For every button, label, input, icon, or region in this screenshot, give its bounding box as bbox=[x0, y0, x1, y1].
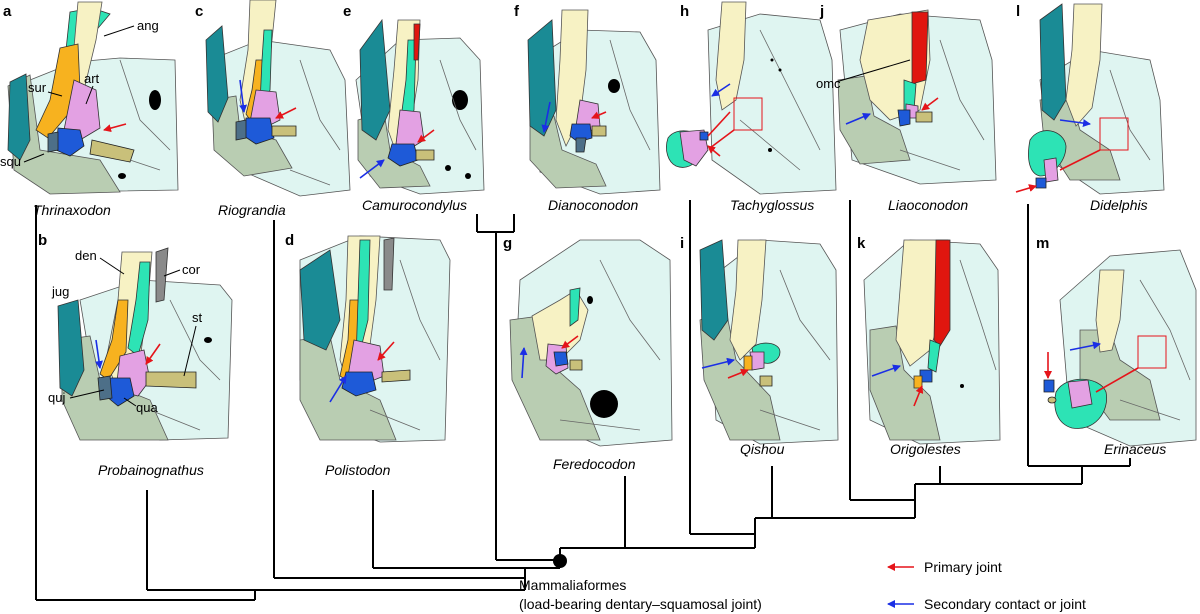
panel-j-liaoconodon: omc j Liaoconodon bbox=[816, 3, 997, 213]
panel-letter: c bbox=[195, 3, 203, 20]
taxon-label: Didelphis bbox=[1090, 197, 1148, 213]
panel-a-thrinaxodon: a ang sur art squ Thrinaxodon bbox=[0, 1, 179, 218]
panel-letter: i bbox=[680, 235, 684, 252]
panel-letter: f bbox=[514, 3, 520, 20]
panel-letter: b bbox=[38, 232, 47, 249]
panel-g-feredocodon: g Feredocodon bbox=[503, 235, 673, 472]
panel-k-origolestes: k Origolestes bbox=[857, 235, 1001, 457]
panel-h-tachyglossus: h Tachyglossus bbox=[666, 1, 837, 213]
taxon-label: Tachyglossus bbox=[730, 197, 814, 213]
taxon-label: Polistodon bbox=[325, 462, 391, 478]
panel-letter: k bbox=[857, 235, 866, 252]
taxon-label: Dianoconodon bbox=[548, 197, 639, 213]
node-description: (load-bearing dentary–squamosal joint) bbox=[519, 596, 762, 612]
taxon-label: Riograndia bbox=[218, 202, 286, 218]
panel-e-camurocondylus: e Camurocondylus bbox=[343, 3, 485, 213]
taxon-label: Probainognathus bbox=[98, 462, 204, 478]
panel-d-polistodon: d Polistodon bbox=[285, 232, 451, 478]
legend: Primary joint Secondary contact or joint bbox=[887, 559, 1086, 612]
panel-letter: e bbox=[343, 3, 351, 20]
taxon-label: Qishou bbox=[740, 441, 785, 457]
bone-label-jug: jug bbox=[51, 284, 69, 299]
bone-label-st: st bbox=[192, 310, 203, 325]
taxon-label: Camurocondylus bbox=[362, 197, 467, 213]
taxon-label: Thrinaxodon bbox=[33, 202, 111, 218]
bone-label-ang: ang bbox=[137, 18, 159, 33]
panel-m-erinaceus: m Erinaceus bbox=[1036, 235, 1197, 457]
panel-letter: g bbox=[503, 235, 512, 252]
taxon-label: Origolestes bbox=[890, 441, 961, 457]
panel-letter: m bbox=[1036, 235, 1049, 252]
bone-label-qua: qua bbox=[136, 400, 158, 415]
panel-i-qishou: i Qishou bbox=[680, 235, 839, 457]
node-name: Mammaliaformes bbox=[519, 577, 626, 593]
taxon-label: Erinaceus bbox=[1104, 441, 1166, 457]
panel-letter: d bbox=[285, 232, 294, 249]
panel-letter: j bbox=[819, 3, 824, 20]
bone-label-cor: cor bbox=[182, 262, 201, 277]
panel-b-probainognathus: b den cor jug st quj qua Probainognathus bbox=[38, 232, 233, 478]
legend-secondary-label: Secondary contact or joint bbox=[924, 596, 1086, 612]
cladogram-tree bbox=[35, 200, 1131, 601]
panel-letter: l bbox=[1016, 3, 1020, 20]
legend-primary-label: Primary joint bbox=[924, 559, 1002, 575]
panel-f-dianoconodon: f Dianoconodon bbox=[514, 3, 661, 213]
panel-letter: h bbox=[680, 3, 689, 20]
bone-label-quj: quj bbox=[48, 390, 65, 405]
bone-label-art: art bbox=[84, 71, 100, 86]
bone-label-den: den bbox=[75, 248, 97, 263]
bone-label-omc: omc bbox=[816, 76, 841, 91]
taxon-label: Feredocodon bbox=[553, 456, 636, 472]
bone-label-sur: sur bbox=[28, 80, 47, 95]
panel-c-riograndia: c Riograndia bbox=[195, 0, 351, 218]
taxon-label: Liaoconodon bbox=[888, 197, 968, 213]
panel-letter: a bbox=[3, 3, 12, 20]
panel-l-didelphis: l Didelphis bbox=[1015, 3, 1165, 213]
bone-label-squ: squ bbox=[0, 154, 21, 169]
mammaliaformes-node bbox=[553, 554, 567, 568]
